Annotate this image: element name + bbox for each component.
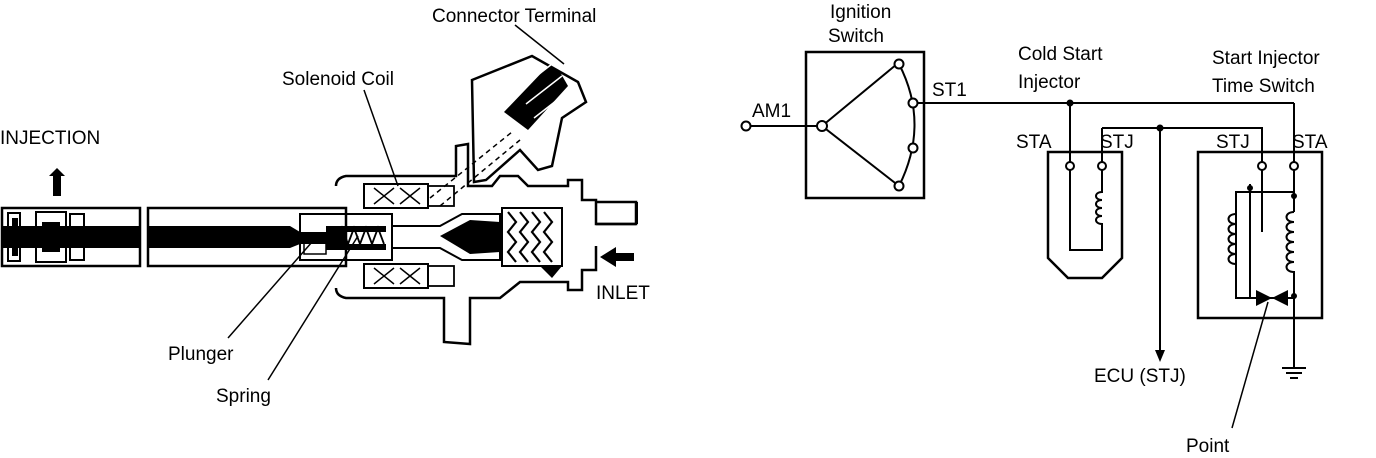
time-switch-stj-label: STJ bbox=[1216, 132, 1250, 153]
spring-label: Spring bbox=[216, 386, 271, 407]
time-switch-sta-label: STA bbox=[1292, 132, 1328, 153]
spring-leader bbox=[267, 235, 359, 381]
connector-terminal-label: Connector Terminal bbox=[432, 6, 596, 27]
connector-terminal-leader bbox=[514, 24, 565, 65]
inlet-arrow bbox=[600, 247, 634, 267]
injector-cross-section: Connector Terminal Solenoid Coil INJECTI… bbox=[0, 6, 650, 407]
cold-start-stj-label: STJ bbox=[1100, 132, 1134, 153]
plunger-label: Plunger bbox=[168, 344, 234, 365]
inlet-label: INLET bbox=[596, 283, 650, 304]
cold-start-injector-label-line1: Cold Start bbox=[1018, 44, 1103, 65]
ignition-switch-label-line2: Switch bbox=[828, 26, 884, 47]
am1-terminal bbox=[740, 120, 752, 132]
point-label: Point bbox=[1186, 436, 1230, 457]
cold-start-sta-label: STA bbox=[1016, 132, 1052, 153]
cold-start-injector-label-line2: Injector bbox=[1018, 72, 1081, 93]
ground-symbol bbox=[1282, 298, 1306, 379]
st1-label: ST1 bbox=[932, 80, 967, 101]
cold-start-injector-unit bbox=[1046, 103, 1124, 280]
ecu-arrow bbox=[1155, 350, 1165, 362]
time-switch-label-line1: Start Injector bbox=[1212, 48, 1320, 69]
injection-label: INJECTION bbox=[0, 128, 100, 149]
injection-arrow bbox=[49, 168, 65, 196]
circuit-schematic: Ignition Switch AM1 ST1 Cold Start Injec… bbox=[740, 2, 1328, 457]
injector-body-tube bbox=[146, 206, 348, 268]
solenoid-housing bbox=[334, 142, 638, 346]
injector-plunger-spring bbox=[299, 213, 393, 261]
inlet-strainer-threads bbox=[501, 207, 563, 278]
plunger-leader bbox=[227, 241, 313, 339]
injector-nozzle-tube bbox=[0, 206, 142, 268]
solenoid-coil-leader bbox=[363, 89, 399, 187]
connector-terminal bbox=[429, 54, 588, 207]
ecu-stj-label: ECU (STJ) bbox=[1094, 366, 1186, 387]
ignition-switch bbox=[804, 50, 926, 200]
am1-label: AM1 bbox=[752, 101, 791, 122]
time-switch-unit bbox=[1196, 103, 1324, 320]
ignition-switch-label-line1: Ignition bbox=[830, 2, 891, 23]
stj-bus-wire bbox=[1102, 127, 1263, 162]
solenoid-coil-label: Solenoid Coil bbox=[282, 69, 394, 90]
point-leader bbox=[1231, 301, 1269, 429]
time-switch-label-line2: Time Switch bbox=[1212, 76, 1315, 97]
